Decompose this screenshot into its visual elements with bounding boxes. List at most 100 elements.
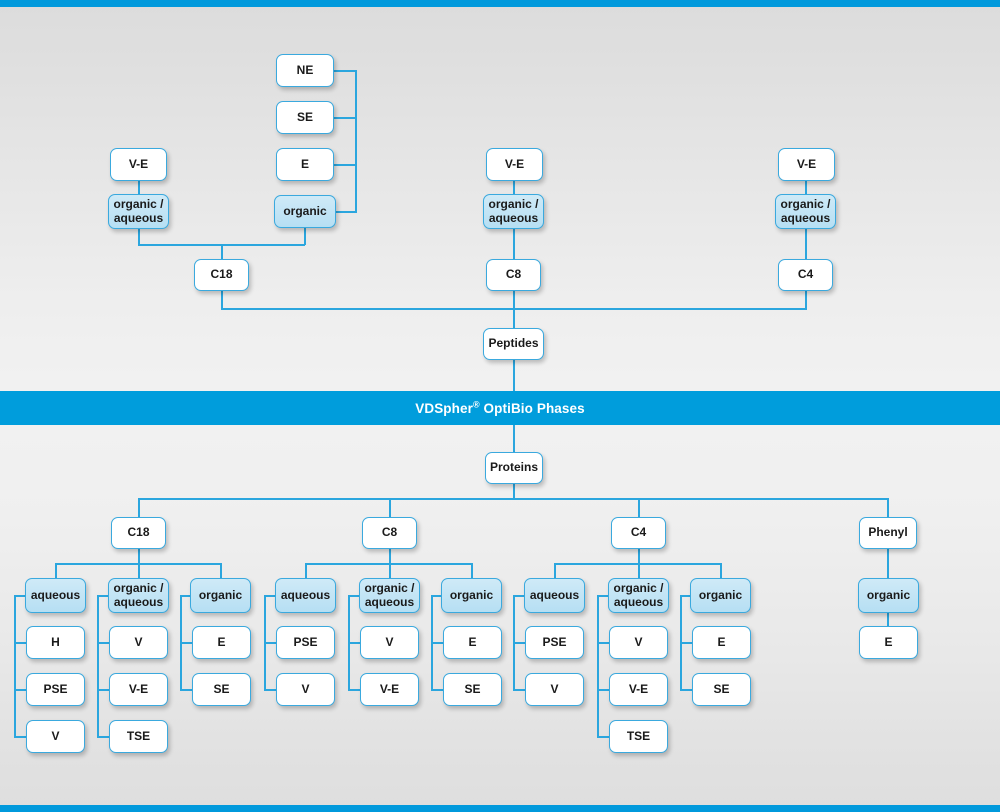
box-c18-organic-aqueous[interactable]: organic / aqueous bbox=[108, 578, 169, 613]
box-oa-c4-label: organic / aqueous bbox=[780, 197, 831, 225]
line-c18-to-organic bbox=[220, 563, 222, 578]
box-c4-oa-item-1[interactable]: V bbox=[609, 626, 668, 659]
box-peptides-root[interactable]: Peptides bbox=[483, 328, 544, 360]
box-c18-oa-item-3[interactable]: TSE bbox=[109, 720, 168, 753]
line-c18-aqueous-stub1 bbox=[14, 642, 26, 644]
box-c4-aq-item-2[interactable]: V bbox=[525, 673, 584, 706]
box-phenyl-label: Phenyl bbox=[868, 525, 908, 540]
box-c8-aq-item-2-label: V bbox=[301, 681, 310, 696]
box-c4-org-item-1-label: E bbox=[717, 634, 726, 649]
box-c8-organic-aqueous[interactable]: organic / aqueous bbox=[359, 578, 420, 613]
box-c4-aq-item-1[interactable]: PSE bbox=[525, 626, 584, 659]
box-se[interactable]: SE bbox=[276, 101, 334, 134]
box-c8-org-item-2[interactable]: SE bbox=[443, 673, 502, 706]
box-c18-org-item-2[interactable]: SE bbox=[192, 673, 251, 706]
box-c8-oa-item-1[interactable]: V bbox=[360, 626, 419, 659]
box-ve-c18-label: V-E bbox=[128, 156, 149, 171]
box-c18-aqueous-label: aqueous bbox=[30, 587, 81, 602]
box-c8-oa-label: organic / aqueous bbox=[364, 581, 415, 609]
box-ne[interactable]: NE bbox=[276, 54, 334, 87]
line-c4-oa-stub1 bbox=[597, 642, 609, 644]
line-c18-to-aqueous bbox=[55, 563, 57, 578]
line-c18-aqueous-stub3 bbox=[14, 736, 26, 738]
box-c4-org-item-2-label: SE bbox=[713, 681, 730, 696]
line-c4-org-stub0 bbox=[680, 595, 692, 597]
box-c18-oa-item-2[interactable]: V-E bbox=[109, 673, 168, 706]
line-bus-to-peptides bbox=[513, 308, 515, 329]
line-bus-to-c18 bbox=[138, 498, 140, 518]
line-c4-oa-bus bbox=[597, 595, 599, 737]
box-c18-org-item-1[interactable]: E bbox=[192, 626, 251, 659]
box-c8-org-item-1[interactable]: E bbox=[443, 626, 502, 659]
box-c4-oa-item-2[interactable]: V-E bbox=[609, 673, 668, 706]
box-c18-oa-item-2-label: V-E bbox=[128, 681, 149, 696]
box-c4-organic-aqueous[interactable]: organic / aqueous bbox=[608, 578, 669, 613]
line-bus-to-c4 bbox=[638, 498, 640, 518]
box-e[interactable]: E bbox=[276, 148, 334, 181]
line-c18-oa-stub1 bbox=[97, 642, 109, 644]
line-c18-merge-down bbox=[221, 244, 223, 260]
box-c18-aq-item-1-label: H bbox=[51, 634, 60, 649]
box-phenyl-proteins[interactable]: Phenyl bbox=[859, 517, 917, 549]
box-c4-org-item-2[interactable]: SE bbox=[692, 673, 751, 706]
box-c18-aqueous[interactable]: aqueous bbox=[25, 578, 86, 613]
line-c8-down bbox=[389, 548, 391, 564]
box-phenyl-org-label: organic bbox=[866, 587, 911, 602]
box-c18-organic[interactable]: organic bbox=[190, 578, 251, 613]
box-c18-aq-item-1[interactable]: H bbox=[26, 626, 85, 659]
line-peptides-to-banner bbox=[513, 360, 515, 391]
box-c18-oa-label: organic / aqueous bbox=[113, 581, 164, 609]
box-c4-organic[interactable]: organic bbox=[690, 578, 751, 613]
box-c8-org-label: organic bbox=[449, 587, 494, 602]
line-c8-fan bbox=[305, 563, 472, 565]
box-organic-aqueous-c8-peptides[interactable]: organic / aqueous bbox=[483, 194, 544, 229]
box-organic-aqueous-c4-peptides[interactable]: organic / aqueous bbox=[775, 194, 836, 229]
box-c8-aq-item-1[interactable]: PSE bbox=[276, 626, 335, 659]
line-c8-aqueous-stub0 bbox=[264, 595, 276, 597]
box-ve-c18-peptides[interactable]: V-E bbox=[110, 148, 167, 181]
line-c4-to-organic bbox=[720, 563, 722, 578]
line-c4-down bbox=[638, 548, 640, 564]
box-phenyl-organic[interactable]: organic bbox=[858, 578, 919, 613]
line-c4-to-bus bbox=[805, 290, 807, 309]
box-phenyl-org-item-1[interactable]: E bbox=[859, 626, 918, 659]
box-c8-peptides-label: C8 bbox=[505, 267, 522, 282]
box-c4-aqueous[interactable]: aqueous bbox=[524, 578, 585, 613]
line-c18-org-stub1 bbox=[180, 642, 192, 644]
box-ve-c4-peptides[interactable]: V-E bbox=[778, 148, 835, 181]
box-c4-oa-item-3[interactable]: TSE bbox=[609, 720, 668, 753]
box-oa-c8-label: organic / aqueous bbox=[488, 197, 539, 225]
box-c18-oa-item-1-label: V bbox=[134, 634, 143, 649]
box-c4-org-item-1[interactable]: E bbox=[692, 626, 751, 659]
line-banner-to-proteins bbox=[513, 425, 515, 452]
box-organic-c18-peptides[interactable]: organic bbox=[274, 195, 336, 228]
box-c8-peptides[interactable]: C8 bbox=[486, 259, 541, 291]
line-bus-to-phenyl bbox=[887, 498, 889, 518]
line-c4-oa-stub3 bbox=[597, 736, 609, 738]
box-c18-proteins[interactable]: C18 bbox=[111, 517, 166, 549]
box-c8-organic[interactable]: organic bbox=[441, 578, 502, 613]
line-c8-org-stub2 bbox=[431, 689, 443, 691]
box-c8-oa-item-2[interactable]: V-E bbox=[360, 673, 419, 706]
box-c8-aq-item-2[interactable]: V bbox=[276, 673, 335, 706]
box-c8-proteins[interactable]: C8 bbox=[362, 517, 417, 549]
box-c18-aq-item-2[interactable]: PSE bbox=[26, 673, 85, 706]
box-c18-oa-item-1[interactable]: V bbox=[109, 626, 168, 659]
box-c18-aq-item-3[interactable]: V bbox=[26, 720, 85, 753]
box-c18-peptides[interactable]: C18 bbox=[194, 259, 249, 291]
banner-vdspher-optibio-phases: VDSpher® OptiBio Phases bbox=[0, 391, 1000, 425]
line-c4-aqueous-stub2 bbox=[513, 689, 525, 691]
line-bus-to-c8 bbox=[389, 498, 391, 518]
box-proteins-root[interactable]: Proteins bbox=[485, 452, 543, 484]
box-c4-peptides[interactable]: C4 bbox=[778, 259, 833, 291]
box-c8-aqueous[interactable]: aqueous bbox=[275, 578, 336, 613]
box-c4-aq-item-2-label: V bbox=[550, 681, 559, 696]
box-ve-c8-peptides[interactable]: V-E bbox=[486, 148, 543, 181]
box-c4-proteins[interactable]: C4 bbox=[611, 517, 666, 549]
box-organic-aqueous-c18-peptides[interactable]: organic / aqueous bbox=[108, 194, 169, 229]
line-organic-down bbox=[304, 228, 306, 245]
line-ve-to-oa-c8 bbox=[513, 180, 515, 194]
line-c18-org-stub0 bbox=[180, 595, 192, 597]
box-c8-oa-item-1-label: V bbox=[385, 634, 394, 649]
